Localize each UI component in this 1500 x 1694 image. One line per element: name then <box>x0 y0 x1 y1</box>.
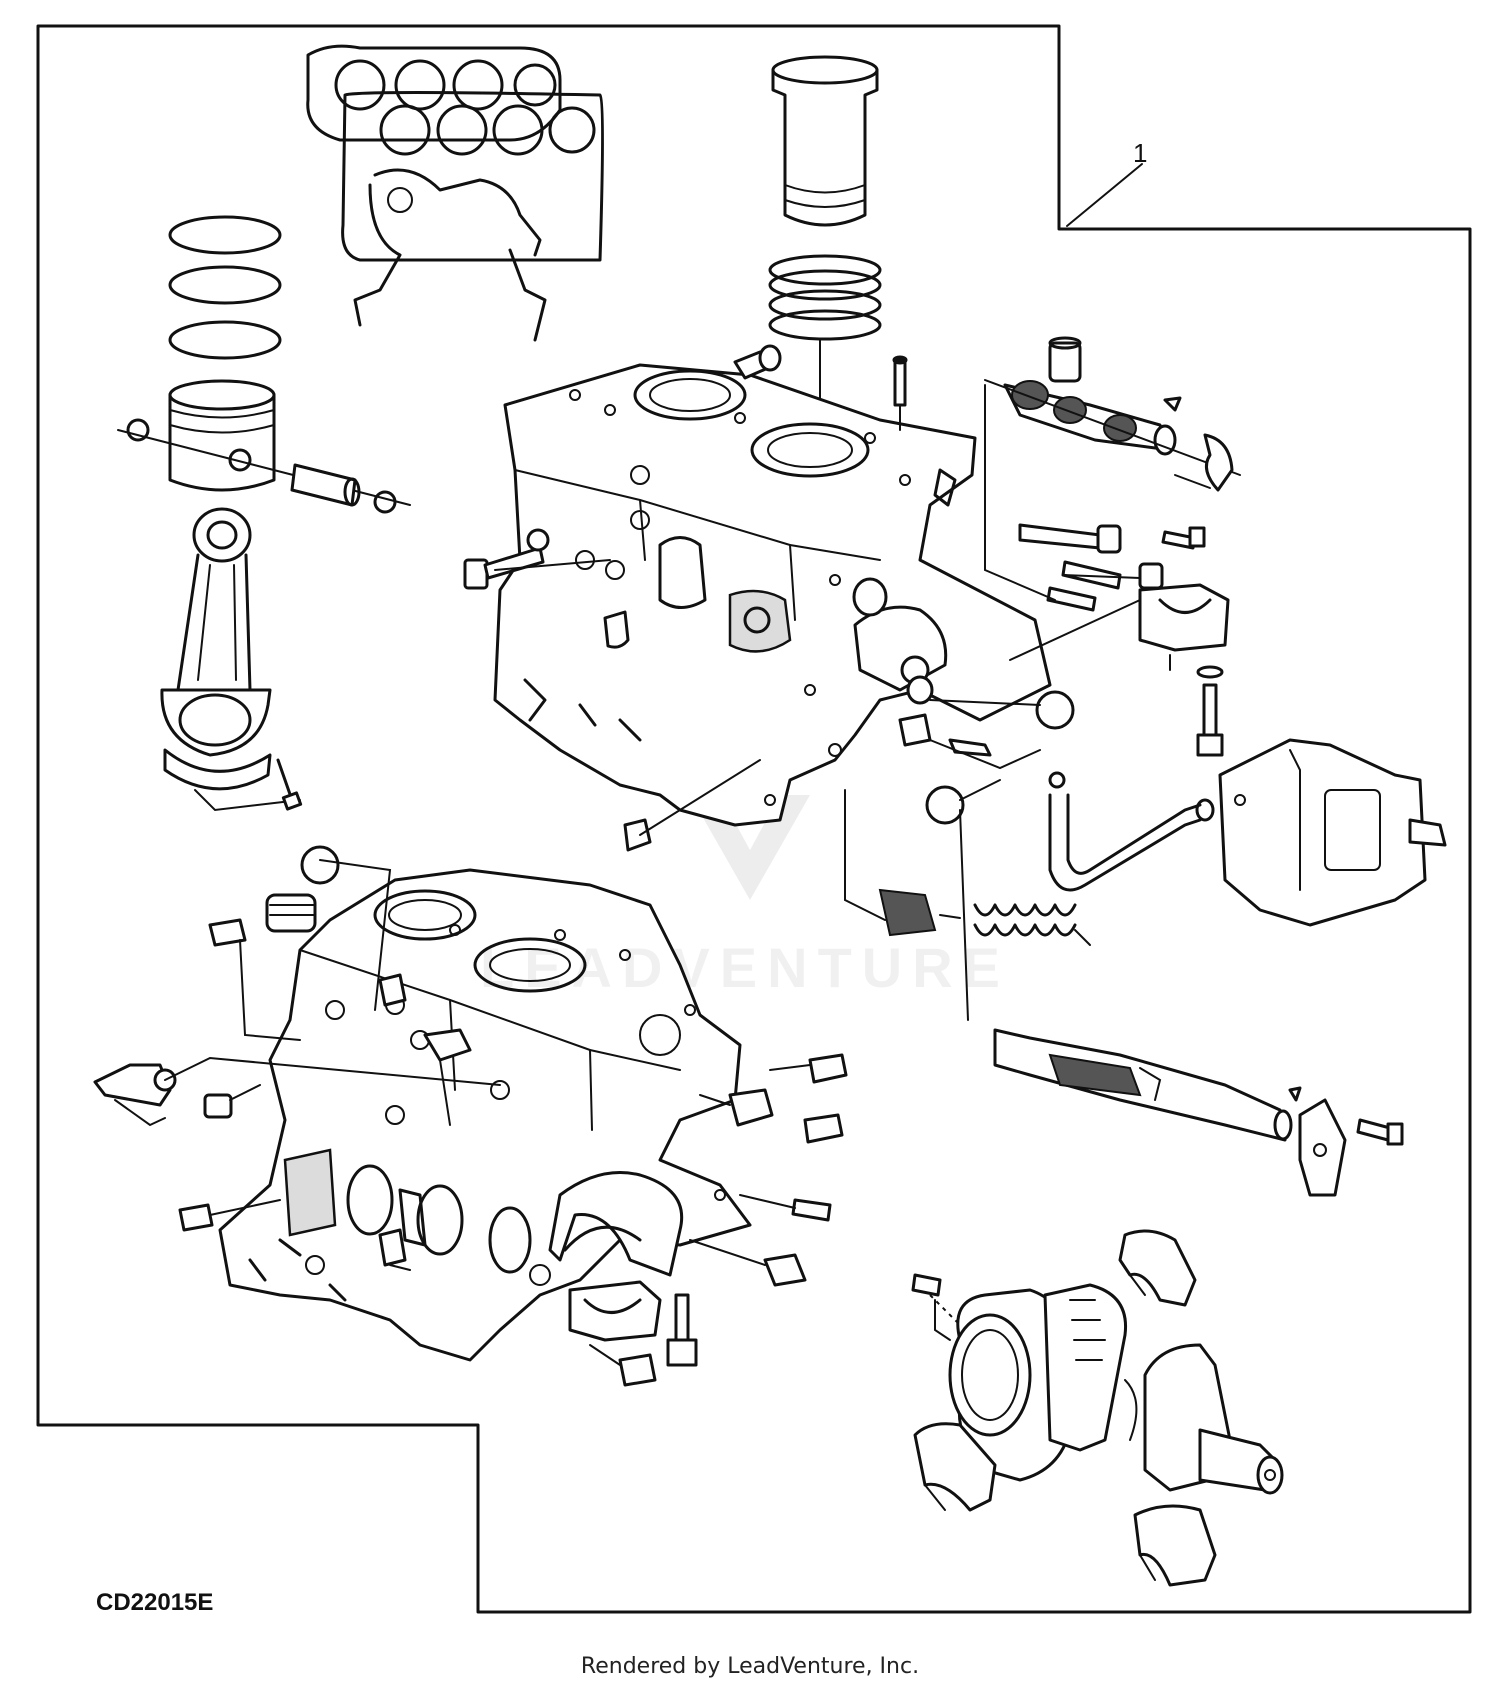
main-bearing-cap-upper <box>1009 583 1230 757</box>
rod-cap-bolt <box>276 758 303 811</box>
head-gasket-set <box>306 44 604 342</box>
piston-pin <box>290 463 361 507</box>
cylinder-liner <box>771 55 879 227</box>
governor-weights <box>878 888 961 937</box>
cylinder-block-upper <box>493 363 1052 827</box>
governor-shaft <box>993 1028 1404 1197</box>
camshaft <box>984 379 1241 492</box>
crank-pulley-end <box>934 1299 1032 1437</box>
camshaft-leader <box>984 384 1056 601</box>
liner-seal-rings <box>768 254 882 341</box>
watermark-text: LEADVENTURE <box>480 936 1011 999</box>
main-bearing-housing-lower <box>548 1171 684 1342</box>
footer-credit: Rendered by LeadVenture, Inc. <box>580 1654 920 1679</box>
piston-rings <box>168 215 282 360</box>
block-lower-fasteners <box>93 845 848 1387</box>
tappet <box>1048 336 1082 383</box>
piston <box>168 379 276 492</box>
block-upper-fasteners <box>463 344 1206 852</box>
oil-line <box>1048 771 1215 892</box>
center-small-parts <box>844 713 1041 1021</box>
callout-frame <box>36 24 1472 1614</box>
callout-leader-line <box>1066 163 1143 227</box>
snap-ring-left <box>126 418 150 442</box>
governor-spring <box>973 903 1091 946</box>
connecting-rod <box>160 507 301 812</box>
snap-ring-right <box>373 490 397 514</box>
oil-pump <box>1218 738 1447 927</box>
crank-key <box>911 1273 961 1326</box>
figure-code: CD22015E <box>96 1589 214 1616</box>
main-bearing-shells <box>913 1229 1217 1587</box>
callout-number: 1 <box>1133 138 1148 168</box>
piston-pin-axis <box>117 429 411 506</box>
